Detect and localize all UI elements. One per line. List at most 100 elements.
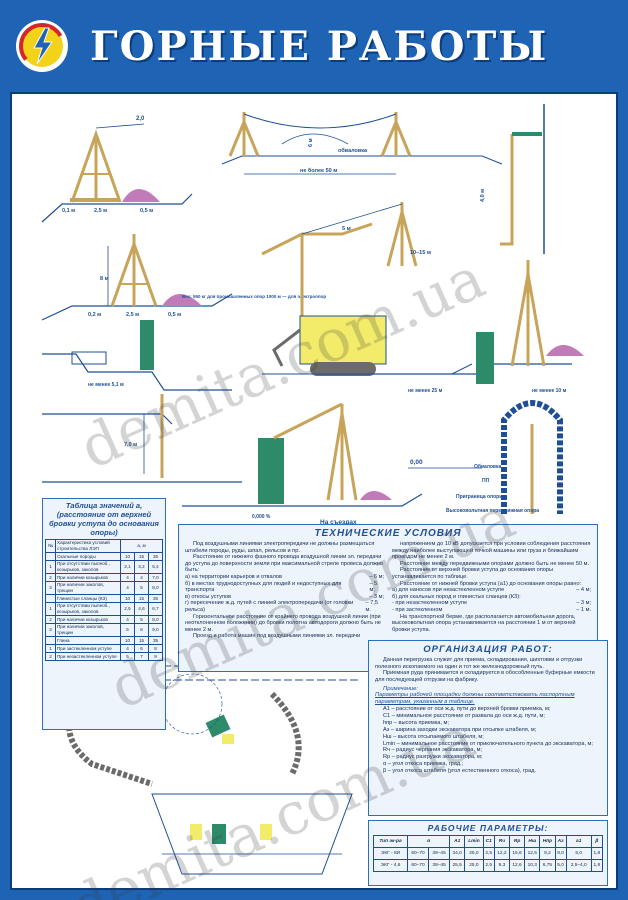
tech-paragraph: Горизонтальное расстояние от крайнего пр… bbox=[185, 613, 381, 633]
electric-bolt-logo-icon bbox=[16, 20, 68, 72]
org-title: ОРГАНИЗАЦИЯ РАБОТ: bbox=[423, 644, 553, 655]
diagram-lower-support: 7,0 м bbox=[42, 394, 242, 483]
legend-item: Аз – ширина заходки экскаватора при отсы… bbox=[383, 726, 537, 733]
tech-row: г) пересечение ж.д. путей с линией элект… bbox=[185, 600, 378, 613]
d5-limit-label: не менее 5,1 м bbox=[88, 382, 124, 388]
params-panel: РАБОЧИЕ ПАРАМЕТРЫ: Тип эк-ра α А1 Lmin С… bbox=[368, 820, 608, 886]
tech-left-column: Под воздушными линиями электропередачи н… bbox=[185, 541, 384, 640]
organization-panel: ОРГАНИЗАЦИЯ РАБОТ: Данная перегрузка слу… bbox=[368, 640, 608, 816]
legend-item: С1 – минимальное расстояние от развала д… bbox=[383, 712, 545, 719]
d8-height-label: 4,0 м bbox=[480, 189, 486, 202]
legend-item: hпр – высота приемка, м; bbox=[383, 719, 449, 726]
d7-right-label: не менее 10 м bbox=[532, 388, 567, 394]
d9-slope-label: 0,000 % bbox=[252, 514, 271, 520]
tech-paragraph: На транспортной берме, где располагается… bbox=[392, 613, 576, 633]
org-paragraph: Приемная руда принимается и складируется… bbox=[375, 670, 595, 683]
diagram-wall-support: 4,0 м bbox=[480, 104, 545, 254]
params-title: РАБОЧИЕ ПАРАМЕТРЫ: bbox=[427, 823, 549, 833]
poster-board: 2,0 0,1 м 2,5 м 0,5 м обваловка не более… bbox=[10, 92, 618, 890]
d1-top-label: 2,0 bbox=[136, 116, 145, 122]
tech-title: ТЕХНИЧЕСКИЕ УСЛОВИЯ bbox=[314, 528, 462, 539]
tech-row: а) для наносов при незастекленном уступе… bbox=[392, 587, 591, 594]
org-paragraph: Данная перегрузка служит для приема, скл… bbox=[375, 657, 583, 670]
tech-row: а) на территории карьеров и отвалов– 6 м… bbox=[185, 573, 384, 580]
d3-note-label: Вес: 550 кг для промышленных опор 1000 м… bbox=[182, 294, 326, 299]
tech-right-column: напряжением до 10 кВ допускается при усл… bbox=[392, 541, 591, 640]
d10-label-4: Высоковольтная передвижная опора bbox=[446, 508, 539, 514]
d10-label-2: ПП bbox=[482, 478, 490, 484]
tech-row: в) откосы уступов– 3 м; bbox=[185, 593, 384, 600]
d4-height-label: 10–15 м bbox=[410, 250, 431, 256]
params-header-row: Тип эк-ра α А1 Lmin С1 Rч Rр Hш Нпр Аз а… bbox=[372, 835, 604, 848]
table-a-header-cell: а, м bbox=[120, 539, 163, 553]
tech-paragraph: напряжением до 10 кВ допускается при усл… bbox=[392, 541, 591, 561]
table-a-header-cell: № bbox=[45, 539, 56, 553]
diagram-tall-support: 8 м 0,2 м 2,5 м 0,5 м Вес: 550 кг для пр… bbox=[41, 234, 326, 321]
table-a-panel: Таблица значений а, (расстояние от верхн… bbox=[42, 498, 166, 730]
org-note-title: Примечание: bbox=[383, 686, 418, 693]
d7-limit-label: не менее 25 м bbox=[408, 388, 443, 394]
tech-paragraph: Расстояние от верхней бровки уступа до о… bbox=[392, 567, 554, 580]
d1-right-label: 0,5 м bbox=[140, 208, 153, 214]
table-a-title: Таблица значений а, (расстояние от верхн… bbox=[49, 501, 159, 537]
d2-sag-label: обваловка bbox=[338, 147, 368, 154]
legend-item: Lmin – минимальное расстояние от приключ… bbox=[383, 740, 593, 747]
org-note-text: Параметры рабочей площадки должны соотве… bbox=[375, 692, 575, 706]
tech-row: - при застекленном– 1 м. bbox=[392, 606, 591, 613]
page-title: ГОРНЫЕ РАБОТЫ bbox=[90, 23, 549, 70]
d10-label-3: Приграница опоры bbox=[456, 494, 504, 500]
header: ГОРНЫЕ РАБОТЫ bbox=[10, 12, 618, 80]
diagram-tunnel: Обваловка ПП Приграница опоры Высоковоль… bbox=[446, 400, 563, 514]
d9-level-label: 0,00 bbox=[410, 459, 423, 466]
tech-row: б) в местах труднодоступных для людей и … bbox=[185, 580, 378, 594]
d6-height-label: 7,0 м bbox=[124, 442, 137, 448]
tech-row: - при незастекленном уступе– 3 м; bbox=[392, 600, 591, 607]
tech-paragraph: Расстояние от нижней бровки уступа (а1) … bbox=[400, 580, 582, 587]
diagram-canvas: 2,0 0,1 м 2,5 м 0,5 м обваловка не более… bbox=[41, 104, 584, 875]
tech-paragraph: Проезд и работа машин под воздушными лин… bbox=[193, 633, 361, 640]
d2-height-label: 6 м bbox=[308, 138, 314, 147]
d9-caption-label: На съездах bbox=[320, 519, 357, 526]
tech-paragraph: Расстояние от нижнего фазного провода во… bbox=[185, 554, 383, 574]
tech-paragraph: Под воздушными линиями электропередачи н… bbox=[185, 541, 375, 554]
diagram-central-crane: 0,00 0,000 % На съездах bbox=[182, 402, 482, 526]
legend-item: Rр – радиус разгрузки экскаватора, м; bbox=[383, 754, 483, 761]
d3-right-label: 0,5 м bbox=[168, 312, 181, 318]
d3-mid-label: 2,5 м bbox=[126, 312, 139, 318]
diagram-bench-machine: не менее 5,1 м bbox=[42, 320, 232, 391]
tech-paragraph: Расстояние между передвижными опорами до… bbox=[400, 560, 590, 567]
diagram-wire-span: обваловка не более 50 м 6 м bbox=[221, 112, 503, 175]
legend-item: Hш – высота отсыпаемого штабеля, м; bbox=[383, 733, 484, 740]
d4-top-label: 5 м bbox=[342, 226, 351, 232]
d3-height-label: 8 м bbox=[100, 276, 109, 282]
tech-row: б) для скальных пород и глинистых сланце… bbox=[392, 593, 521, 600]
d3-left-label: 0,2 м bbox=[88, 312, 101, 318]
legend-item: β – угол откоса штабеля (угол естественн… bbox=[383, 768, 536, 775]
diagram-tripod-small: 2,0 0,1 м 2,5 м 0,5 м bbox=[41, 116, 193, 223]
table-a-header-cell: Характеристика условий строительства ЛЭП bbox=[55, 539, 121, 553]
params-table: Тип эк-ра α А1 Lmin С1 Rч Rр Hш Нпр Аз а… bbox=[372, 835, 604, 872]
legend-item: Rч – радиус черпания экскаватора, м; bbox=[383, 747, 483, 754]
d1-left-label: 0,1 м bbox=[62, 208, 75, 214]
d1-mid-label: 2,5 м bbox=[94, 208, 107, 214]
diagram-excavator: 5 м 10–15 м bbox=[261, 202, 473, 376]
table-a: № Характеристика условий строительства Л… bbox=[45, 539, 163, 661]
d2-limit-label: не более 50 м bbox=[300, 167, 337, 174]
diagram-site-plan bbox=[42, 665, 360, 875]
legend-item: α – угол откоса приемка, град.; bbox=[383, 761, 464, 768]
diagram-right-bench: не менее 25 м не менее 10 м bbox=[372, 260, 584, 394]
d10-label-1: Обваловка bbox=[474, 463, 502, 470]
